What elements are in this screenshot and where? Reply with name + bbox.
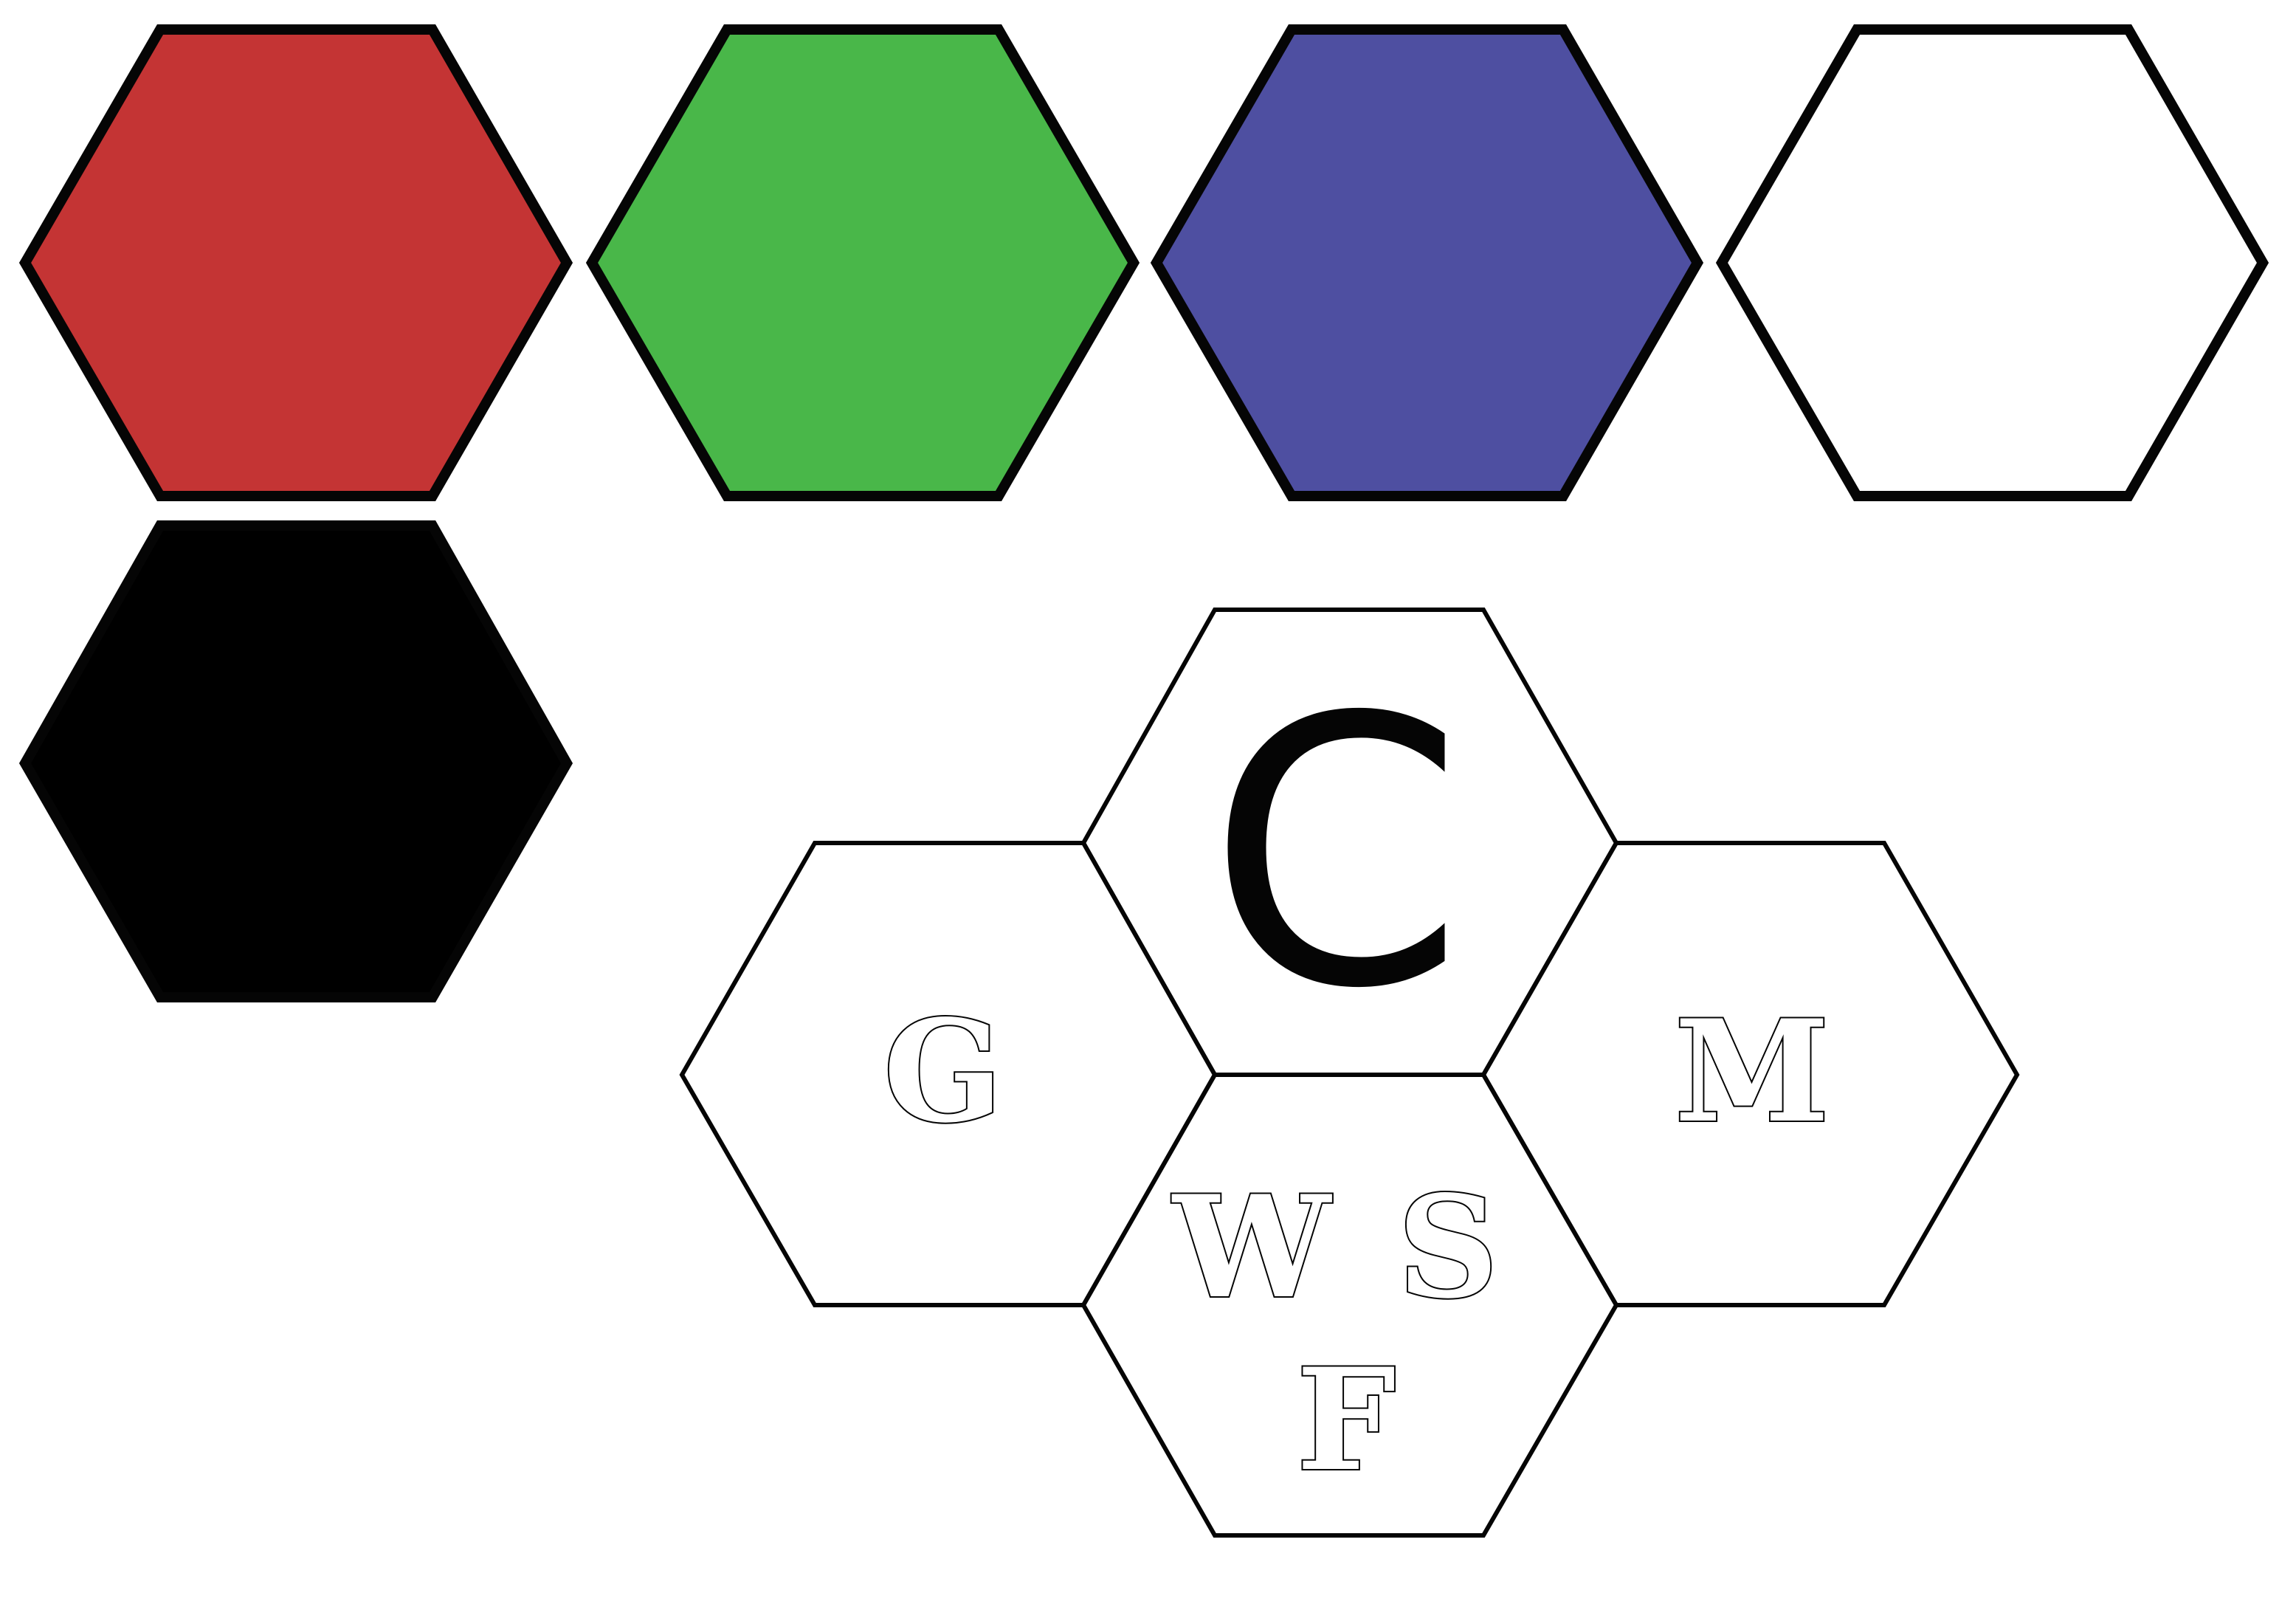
tile-cell-bottom[interactable] <box>1080 1073 1619 1538</box>
swatch-red-hex[interactable] <box>18 24 573 501</box>
swatch-blue-hex[interactable] <box>1150 24 1704 501</box>
tile-center-letter: C <box>1207 639 1464 1069</box>
swatch-black-hex[interactable] <box>18 520 573 1002</box>
tile-label-m: M <box>1675 989 1830 1154</box>
hex-tile-cluster: C G M W S F <box>679 608 2020 1538</box>
color-palette <box>18 24 2269 1002</box>
swatch-green-hex[interactable] <box>585 24 1140 501</box>
tile-label-g: G <box>883 989 1003 1154</box>
tile-label-s: S <box>1397 1165 1498 1329</box>
tile-label-w: W <box>1171 1165 1332 1329</box>
tile-label-f: F <box>1297 1338 1396 1502</box>
swatch-white-hex[interactable] <box>1715 24 2269 501</box>
